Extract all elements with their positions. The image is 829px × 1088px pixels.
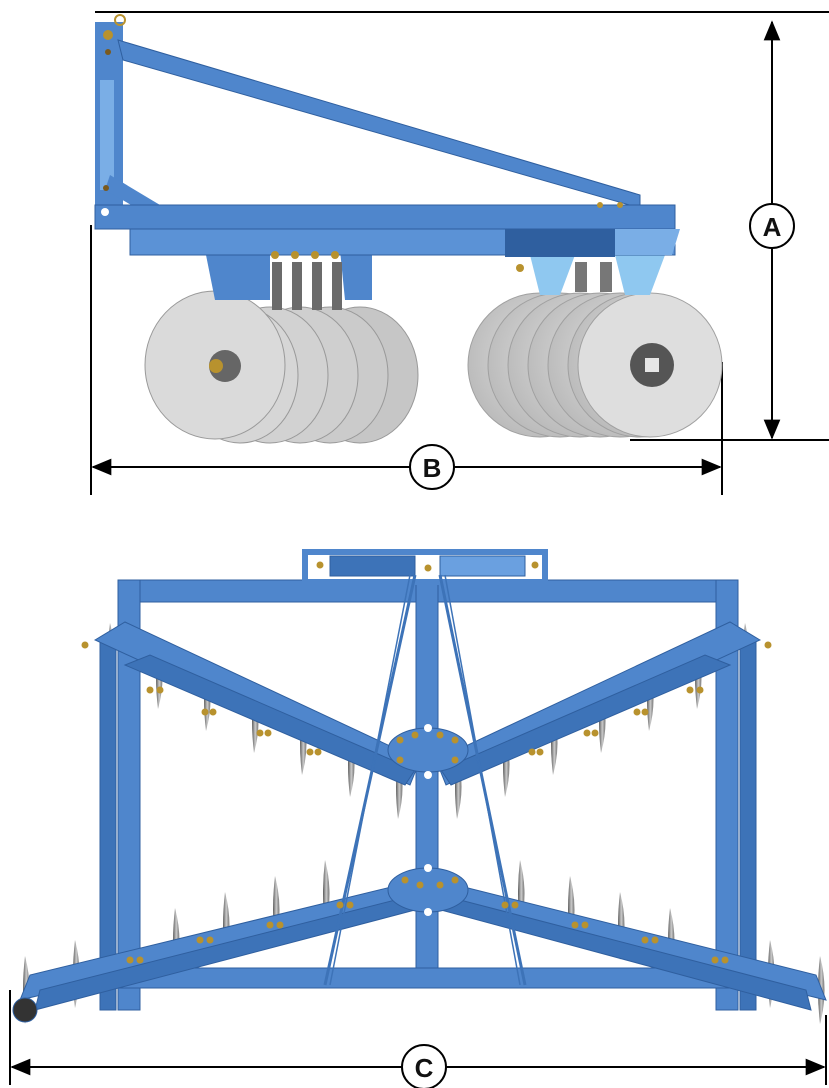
bolt bbox=[501, 901, 509, 909]
bolt bbox=[511, 901, 519, 909]
bolt bbox=[711, 956, 719, 964]
rear-gangs bbox=[12, 879, 827, 1023]
bolt bbox=[156, 686, 164, 694]
bolt bbox=[531, 561, 539, 569]
frame-bolts bbox=[81, 561, 772, 964]
side-view: A B bbox=[90, 11, 829, 495]
bolt bbox=[536, 748, 544, 756]
front-gangs bbox=[93, 621, 762, 786]
callout-b: B bbox=[409, 444, 455, 490]
top-view: C bbox=[9, 549, 827, 1088]
callout-b-label: B bbox=[423, 453, 442, 483]
bolt bbox=[306, 748, 314, 756]
callout-c: C bbox=[401, 1044, 447, 1088]
front-disc-gang bbox=[144, 290, 419, 444]
bolt bbox=[764, 641, 772, 649]
bolt bbox=[314, 748, 322, 756]
bolt bbox=[266, 921, 274, 929]
bolt bbox=[81, 641, 89, 649]
bolt bbox=[336, 901, 344, 909]
bolt bbox=[256, 729, 264, 737]
bolt bbox=[206, 936, 214, 944]
bolt bbox=[686, 686, 694, 694]
bolt bbox=[201, 708, 209, 716]
bolt bbox=[411, 731, 419, 739]
bolt bbox=[146, 686, 154, 694]
bolt bbox=[651, 936, 659, 944]
bolt bbox=[209, 708, 217, 716]
bolt bbox=[451, 736, 459, 744]
bolt bbox=[451, 756, 459, 764]
callout-c-label: C bbox=[415, 1053, 434, 1083]
bolt bbox=[581, 921, 589, 929]
callout-a: A bbox=[749, 203, 795, 249]
bolt bbox=[696, 686, 704, 694]
callout-a-label: A bbox=[763, 212, 782, 242]
bolt bbox=[633, 708, 641, 716]
bolt bbox=[571, 921, 579, 929]
bolt bbox=[436, 731, 444, 739]
bolt bbox=[196, 936, 204, 944]
bolt bbox=[721, 956, 729, 964]
disc-hangers bbox=[205, 250, 665, 310]
bolt bbox=[136, 956, 144, 964]
bolt bbox=[436, 881, 444, 889]
bolt bbox=[401, 876, 409, 884]
bolt bbox=[451, 876, 459, 884]
bolt bbox=[346, 901, 354, 909]
bolt bbox=[276, 921, 284, 929]
bolt bbox=[316, 561, 324, 569]
tie-rods bbox=[323, 574, 527, 986]
bolt bbox=[528, 748, 536, 756]
rear-disc-gang bbox=[467, 292, 723, 438]
bolt bbox=[583, 729, 591, 737]
bolt bbox=[416, 881, 424, 889]
bolt bbox=[264, 729, 272, 737]
bolt bbox=[641, 708, 649, 716]
bolt bbox=[126, 956, 134, 964]
side-frame bbox=[94, 14, 680, 272]
bolt bbox=[591, 729, 599, 737]
bolt bbox=[396, 736, 404, 744]
bolt bbox=[641, 936, 649, 944]
bolt bbox=[396, 756, 404, 764]
center-plates bbox=[387, 724, 469, 916]
bolt bbox=[424, 564, 432, 572]
